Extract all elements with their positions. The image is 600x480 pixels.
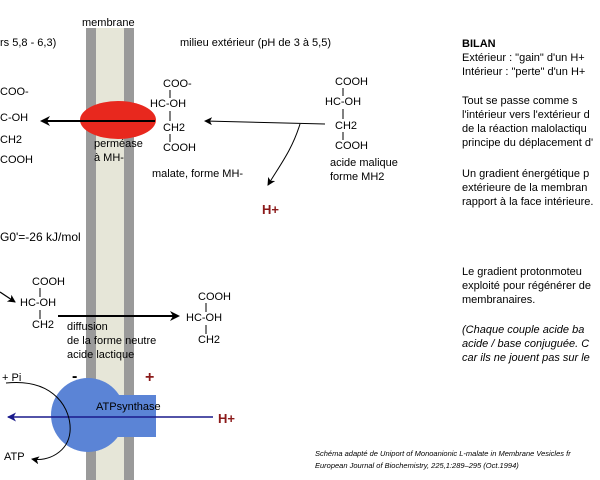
- h-plus-release-arrow: [267, 123, 301, 186]
- lactic-left-line3: CH2: [32, 319, 54, 331]
- bilan-title: BILAN: [462, 38, 496, 50]
- minus-sign: -: [72, 368, 77, 385]
- bilan-p3-line2: exploité pour régénérer de: [462, 280, 591, 292]
- malate-mh-line1: COO-: [163, 78, 192, 90]
- lactic-right-line2: HC-OH: [186, 312, 222, 324]
- lactic-inflow-arrow: [0, 291, 16, 303]
- bilan-p2-line1: Un gradient énergétique p: [462, 168, 589, 180]
- malate-inside-line4: COOH: [0, 154, 33, 166]
- bilan-p2-line2: extérieure de la membran: [462, 182, 587, 194]
- citation-line1: Schéma adapté de Uniport of Monoanionic …: [315, 449, 571, 458]
- lactic-right-line3: CH2: [198, 334, 220, 346]
- bilan-p4-line2: acide / base conjuguée. C: [462, 338, 589, 350]
- atpsynthase-stalk: [86, 395, 156, 437]
- citation-line2: European Journal of Biochemistry, 225,1:…: [315, 461, 519, 470]
- bilan-p1-line3: de la réaction malolactiqu: [462, 123, 587, 135]
- bilan-p2-line3: rapport à la face intérieure.: [462, 196, 593, 208]
- inside-ph-label: rs 5,8 - 6,3): [0, 37, 56, 49]
- acide-malique-caption2: forme MH2: [330, 171, 384, 183]
- membrane-label: membrane: [82, 17, 135, 29]
- lactic-right-line1: COOH: [198, 291, 231, 303]
- acide-malique-line4: COOH: [335, 140, 368, 152]
- outside-ph-label: milieu extérieur (pH de 3 à 5,5): [180, 37, 331, 49]
- diffusion-label2: de la forme neutre: [67, 335, 156, 347]
- malate-inside-line1: COO-: [0, 86, 29, 98]
- diffusion-label1: diffusion: [67, 321, 108, 333]
- diffusion-label3: acide lactique: [67, 349, 134, 361]
- adp-pi-label: + Pi: [2, 372, 21, 384]
- malate-inside-line2: C-OH: [0, 112, 28, 124]
- acide-malique-line2: HC-OH: [325, 96, 361, 108]
- deprotonation-arrow: [204, 117, 326, 126]
- plus-sign: +: [145, 369, 154, 386]
- lactic-left-line1: COOH: [32, 276, 65, 288]
- malate-inside-line3: CH2: [0, 134, 22, 146]
- bilan-p4-line1: (Chaque couple acide ba: [462, 324, 584, 336]
- bilan-p4-line3: car ils ne jouent pas sur le: [462, 352, 590, 364]
- bilan-p1-line4: principe du déplacement d': [462, 137, 593, 149]
- h-plus-released: H+: [262, 202, 279, 217]
- malate-mh-line2: HC-OH: [150, 98, 186, 110]
- bilan-p3-line1: Le gradient protonmoteu: [462, 266, 582, 278]
- lactic-left-line2: HC-OH: [20, 297, 56, 309]
- acide-malique-line1: COOH: [335, 76, 368, 88]
- acide-malique-caption1: acide malique: [330, 157, 398, 169]
- malate-mh-caption: malate, forme MH-: [152, 168, 243, 180]
- malate-mh-line4: COOH: [163, 142, 196, 154]
- malate-mh-line3: CH2: [163, 122, 185, 134]
- atp-synthesis-arc: [5, 382, 71, 465]
- bilan-interieur: Intérieur : "perte" d'un H+: [462, 66, 585, 78]
- h-plus-atp: H+: [218, 411, 235, 426]
- atp-label: ATP: [4, 451, 25, 463]
- bilan-p1-line2: l'intérieur vers l'extérieur d: [462, 109, 590, 121]
- bilan-exterieur: Extérieur : "gain" d'un H+: [462, 52, 585, 64]
- bilan-p3-line3: membranaires.: [462, 294, 535, 306]
- bilan-p1-line1: Tout se passe comme s: [462, 95, 578, 107]
- permease-label2: à MH-: [94, 152, 124, 164]
- delta-g-label: G0'=-26 kJ/mol: [0, 230, 81, 244]
- atpsynthase-label: ATPsynthase: [96, 401, 161, 413]
- acide-malique-line3: CH2: [335, 120, 357, 132]
- permease-label1: perméase: [94, 138, 143, 150]
